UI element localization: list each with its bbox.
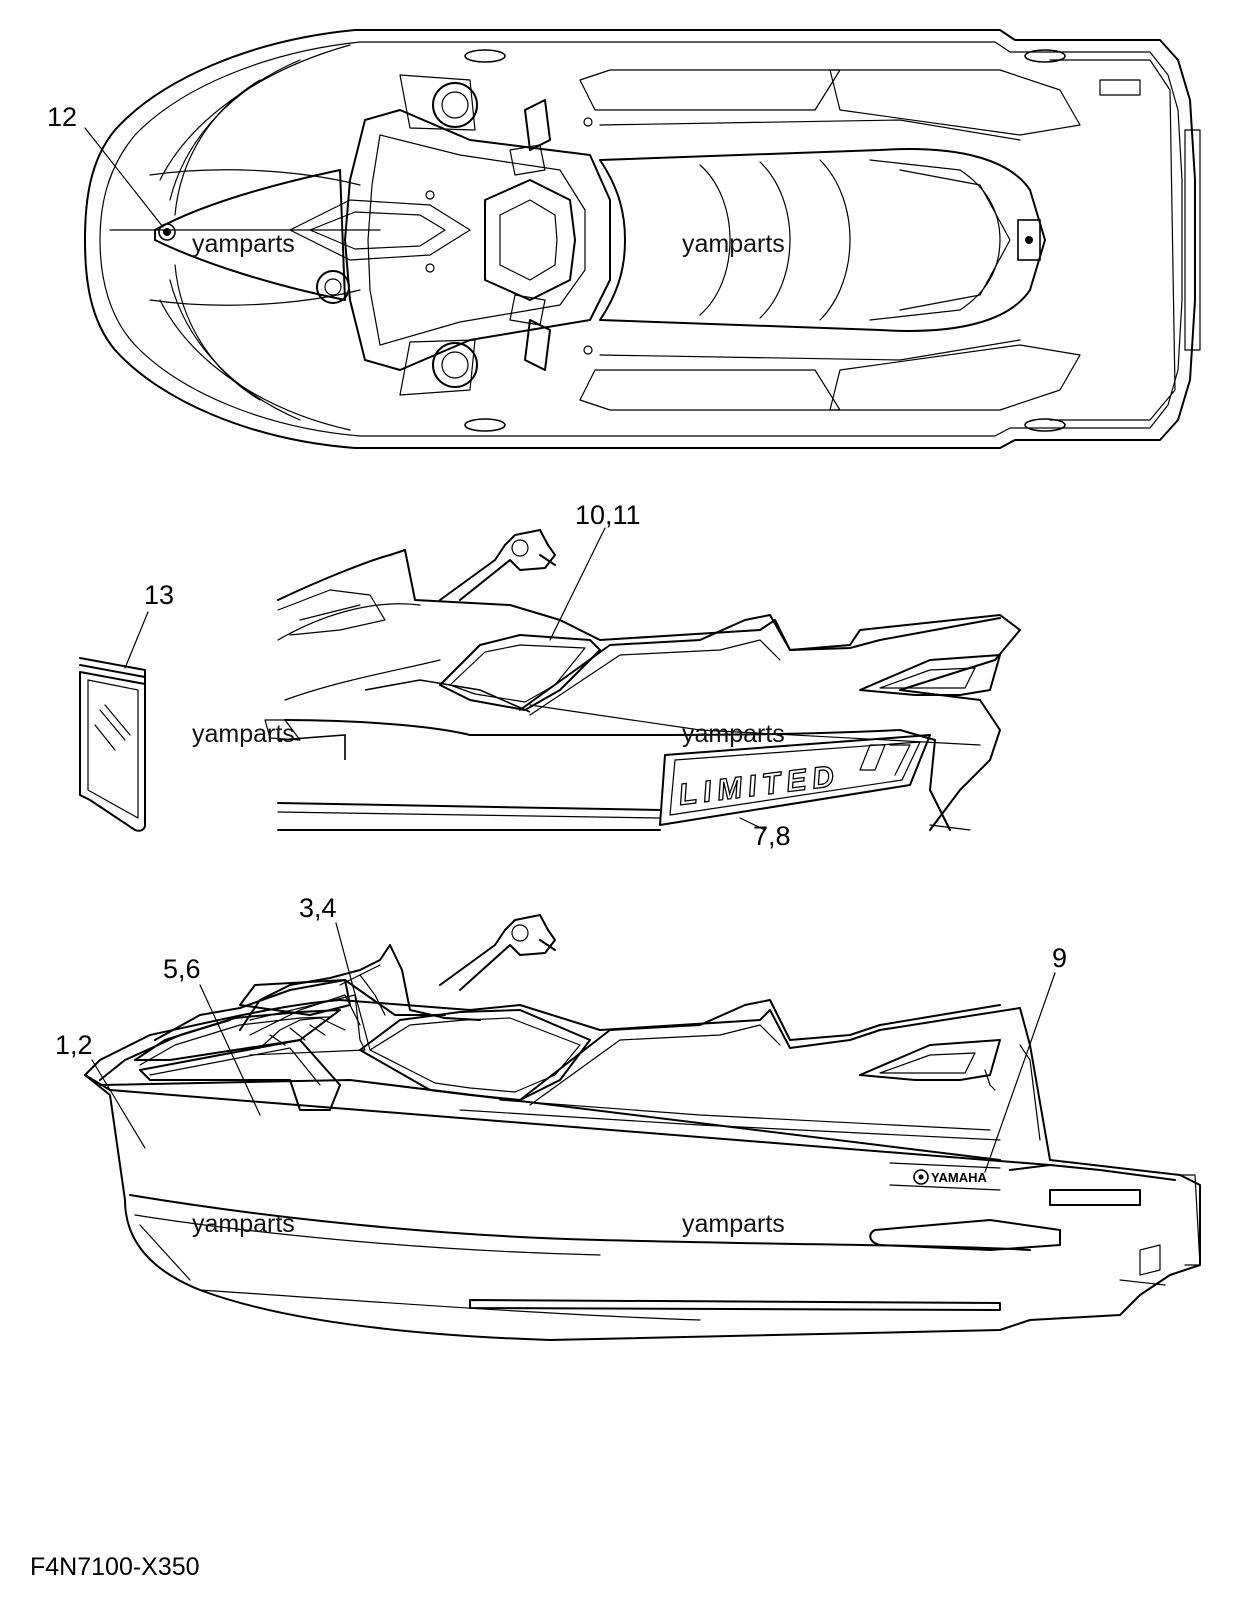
- callout-3-4-label: 3,4: [299, 893, 337, 923]
- watermark-bottom-left: yamparts: [192, 1210, 295, 1238]
- watermark-mid-left: yamparts: [192, 720, 295, 748]
- watermark-bottom-right: yamparts: [682, 1210, 785, 1238]
- full-side-view-watercraft: YAMAHA: [84, 914, 1201, 1341]
- yamaha-logo-text: YAMAHA: [931, 1170, 987, 1185]
- watermark-top-left: yamparts: [192, 230, 295, 258]
- watermark-top-right: yamparts: [682, 230, 785, 258]
- callout-3-4: 3,4: [299, 893, 371, 1051]
- callout-12-label: 12: [47, 102, 77, 132]
- limited-decal-text: LIMITED: [677, 759, 842, 811]
- yamaha-tuning-fork-icon: [913, 1169, 929, 1185]
- figure-code: F4N7100-X350: [30, 1553, 200, 1581]
- partial-side-view-watercraft: LIMITED: [264, 529, 1021, 831]
- callout-10-11: 10,11: [549, 500, 641, 641]
- callout-7-8: 7,8: [739, 817, 791, 851]
- callout-9-label: 9: [1052, 943, 1067, 973]
- item-13-decal-sheet: 13: [79, 580, 174, 832]
- callout-5-6-label: 5,6: [163, 954, 201, 984]
- callout-10-11-label: 10,11: [575, 500, 641, 530]
- callout-7-8-label: 7,8: [753, 821, 791, 851]
- callout-9: 9: [984, 943, 1067, 1173]
- callout-1-2: 1,2: [55, 1030, 146, 1149]
- top-view-watercraft: [84, 29, 1201, 449]
- limited-decal-panel: [659, 734, 931, 826]
- callout-13-label: 13: [144, 580, 174, 610]
- callout-12: 12: [47, 102, 164, 228]
- callout-1-2-label: 1,2: [55, 1030, 93, 1060]
- watermark-mid-right: yamparts: [682, 720, 785, 748]
- callout-5-6: 5,6: [163, 954, 261, 1116]
